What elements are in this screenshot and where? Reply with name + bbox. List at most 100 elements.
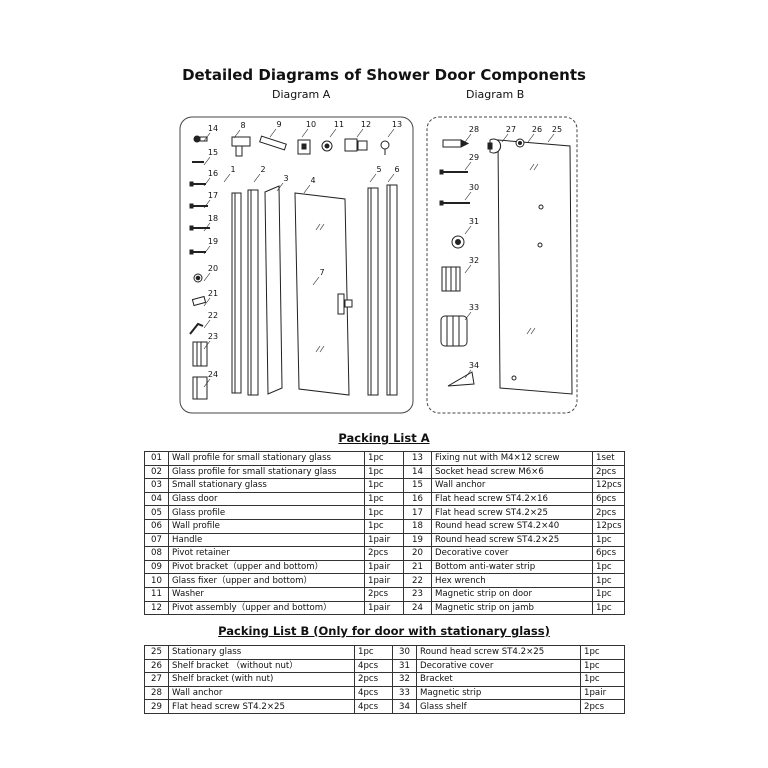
item-quantity: 1pair	[364, 532, 404, 548]
item-number: 21	[403, 559, 432, 575]
callout-leader-line	[312, 276, 320, 286]
item-description: Magnetic strip on jamb	[431, 600, 593, 616]
item-quantity: 1pc	[592, 573, 625, 588]
item-number: 10	[144, 573, 169, 588]
item-description: Glass door	[168, 491, 365, 507]
item-quantity: 1pc	[364, 491, 404, 507]
item-description: Magnetic strip on door	[431, 586, 593, 602]
callout-label: 24	[208, 370, 218, 379]
item-number: 03	[144, 478, 169, 493]
item-description: Handle	[168, 532, 365, 548]
item-description: Glass profile	[168, 505, 365, 520]
item-number: 25	[144, 645, 169, 660]
item-number: 29	[144, 699, 169, 714]
diagram-a-label: Diagram A	[272, 88, 331, 101]
item-description: Small stationary glass	[168, 478, 365, 493]
callout-leader-line	[203, 156, 211, 166]
callout-label: 15	[208, 148, 218, 157]
glass-b-holes	[511, 204, 544, 381]
callout-leader-line	[233, 129, 241, 139]
callout-leader-line	[203, 378, 211, 388]
part-handle	[337, 293, 353, 315]
item-description: Decorative cover	[431, 546, 593, 561]
item-description: Flat head screw ST4.2×16	[431, 491, 593, 507]
callout-leader-line	[253, 173, 261, 183]
callout-leader-line	[464, 311, 472, 321]
callout-leader-line	[203, 132, 211, 142]
item-quantity: 1pc	[592, 586, 625, 602]
item-description: Wall anchor	[431, 478, 593, 493]
item-quantity: 2pcs	[592, 505, 625, 520]
callout-label: 28	[469, 125, 479, 134]
item-description: Round head screw ST4.2×40	[431, 518, 593, 534]
callout-leader-line	[223, 173, 231, 183]
item-number: 32	[392, 672, 417, 687]
callout-label: 29	[469, 153, 479, 162]
item-quantity: 12pcs	[592, 478, 625, 493]
item-number: 13	[403, 451, 432, 466]
callout-leader-line	[501, 133, 509, 143]
item-quantity: 4pcs	[354, 658, 393, 674]
small-parts-top-row	[231, 135, 390, 157]
callout-leader-line	[387, 173, 395, 183]
callout-leader-line	[203, 177, 211, 187]
callout-label: 8	[240, 121, 245, 130]
item-number: 11	[144, 586, 169, 602]
item-description: Stationary glass	[168, 645, 355, 660]
item-description: Glass profile for small stationary glass	[168, 464, 365, 480]
item-quantity: 2pcs	[580, 699, 625, 714]
item-quantity: 1set	[592, 451, 625, 466]
item-quantity: 1pc	[364, 478, 404, 493]
part-glass-profile	[367, 187, 379, 396]
item-description: Flat head screw ST4.2×25	[431, 505, 593, 520]
callout-label: 6	[394, 165, 399, 174]
callout-leader-line	[203, 245, 211, 255]
callout-leader-line	[329, 128, 337, 138]
callout-label: 30	[469, 183, 479, 192]
item-quantity: 6pcs	[592, 546, 625, 561]
part-glass-door	[294, 192, 350, 396]
callout-label: 13	[392, 120, 402, 129]
callout-leader-line	[203, 272, 211, 282]
callout-leader-line	[464, 133, 472, 143]
callout-label: 16	[208, 169, 218, 178]
callout-label: 7	[319, 268, 324, 277]
item-quantity: 1pc	[354, 645, 393, 660]
item-quantity: 1pc	[592, 532, 625, 548]
callout-leader-line	[527, 133, 535, 143]
item-description: Washer	[168, 586, 365, 602]
item-number: 09	[144, 559, 169, 575]
item-description: Pivot bracket（upper and bottom）	[168, 559, 365, 575]
callout-label: 32	[469, 256, 479, 265]
item-number: 19	[403, 532, 432, 548]
callout-label: 31	[469, 217, 479, 226]
item-number: 02	[144, 464, 169, 480]
item-number: 30	[392, 645, 417, 660]
callout-leader-line	[464, 161, 472, 171]
item-number: 14	[403, 464, 432, 480]
packing-list-a-title: Packing List A	[338, 431, 430, 445]
item-description: Wall profile	[168, 518, 365, 534]
callout-leader-line	[203, 199, 211, 209]
callout-leader-line	[203, 340, 211, 350]
item-quantity: 2pcs	[592, 464, 625, 480]
item-description: Glass fixer（upper and bottom）	[168, 573, 365, 588]
callout-label: 26	[532, 125, 542, 134]
item-quantity: 1pair	[364, 559, 404, 575]
item-description: Socket head screw M6×6	[431, 464, 593, 480]
callout-label: 14	[208, 124, 218, 133]
item-number: 07	[144, 532, 169, 548]
item-quantity: 1pc	[364, 505, 404, 520]
item-number: 17	[403, 505, 432, 520]
